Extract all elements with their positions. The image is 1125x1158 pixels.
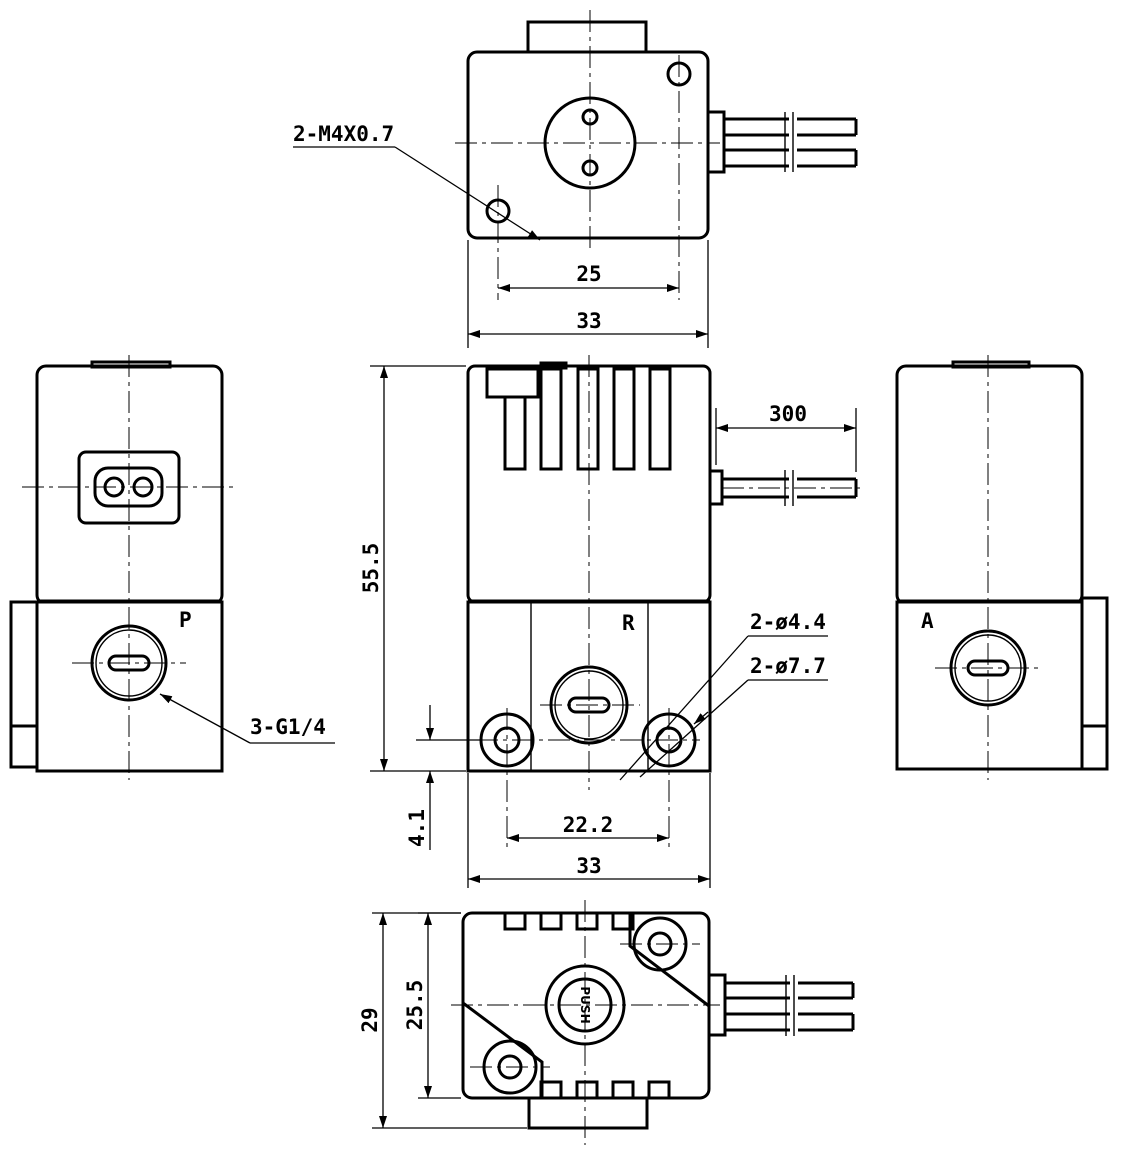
bottom-fin-slots: [503, 911, 671, 1100]
top-view: 2-M4X0.7 25 33: [293, 10, 858, 348]
right-valve-flange: [1080, 596, 1109, 771]
right-coil-top-nub: [951, 360, 1031, 369]
dim-hole-spacing-top-label: 25: [576, 262, 601, 286]
dim-hole-offset-label: 4.1: [405, 809, 429, 847]
dim-depth-label: 29: [358, 1007, 382, 1032]
left-valve-flange-foot: [9, 724, 39, 769]
bottom-view: PUSH 29: [358, 900, 855, 1145]
bottom-tab: [527, 1094, 649, 1130]
front-view-centerlines: [476, 355, 700, 852]
left-coil-top-nub: [90, 360, 172, 369]
top-view-tab: [526, 20, 648, 56]
dim-cable-length-label: 300: [769, 402, 807, 426]
hole-callout-large-label: 2-ø7.7: [750, 654, 826, 678]
dim-width-front-label: 33: [576, 854, 601, 878]
dim-inner: [418, 912, 461, 1099]
top-view-centerlines: [455, 10, 720, 300]
hole-callout-leaders: [619, 635, 828, 781]
right-valve-flange-foot: [1080, 724, 1109, 771]
front-cable: [722, 470, 860, 506]
thread-callout-label: 2-M4X0.7: [293, 122, 394, 146]
port-thread-leader: [159, 693, 335, 744]
port-thread-label: 3-G1/4: [250, 715, 326, 739]
dim-hole-spacing-front-label: 22.2: [563, 813, 614, 837]
right-view: A: [895, 355, 1109, 780]
dim-height: [370, 365, 466, 772]
right-coil: [895, 364, 1084, 606]
dim-hole-offset: [416, 705, 480, 850]
front-cable-gland: [708, 469, 724, 506]
coil-fins: [503, 367, 672, 471]
port-a-label: A: [921, 609, 934, 633]
right-view-centerlines: [935, 355, 1040, 780]
port-r-label: R: [622, 611, 635, 635]
cable-gland: [706, 110, 726, 174]
dim-width-top-label: 33: [576, 309, 601, 333]
left-view: P 3-G1/4: [9, 355, 335, 780]
port-p-label: P: [179, 608, 192, 632]
hole-callout-small-label: 2-ø4.4: [750, 610, 826, 634]
cable-wires: [724, 112, 858, 172]
top-view-body: [466, 50, 710, 240]
dim-cable-length: [715, 408, 857, 472]
front-view: 300 R 2-ø4.4 2-ø7.7: [359, 355, 860, 888]
dim-width-top: [467, 240, 709, 348]
left-view-centerlines: [22, 355, 238, 780]
dim-width-front: [467, 773, 711, 888]
dim-height-label: 55.5: [359, 543, 383, 594]
bottom-chamfer-upper-right: [628, 913, 710, 1008]
bottom-view-centerlines: [451, 900, 720, 1145]
left-valve-flange: [9, 600, 39, 769]
push-button-label: PUSH: [578, 986, 592, 1023]
thread-callout-leader: [293, 146, 541, 241]
dim-inner-label: 25.5: [403, 980, 427, 1031]
bottom-cable-wires: [725, 975, 855, 1036]
